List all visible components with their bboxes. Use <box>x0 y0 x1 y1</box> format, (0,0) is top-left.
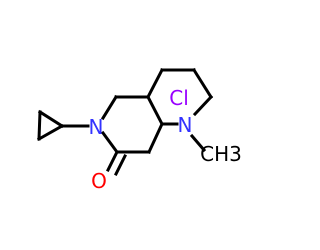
cyclopropyl-ring <box>36 109 65 142</box>
bond <box>37 110 42 141</box>
lactam-ring <box>100 94 165 155</box>
carbonyl-double-bond <box>105 149 128 177</box>
bond <box>189 133 207 153</box>
bond <box>113 153 128 177</box>
bond <box>192 94 214 117</box>
amine-nitrogen-label: N <box>178 113 193 137</box>
carbonyl-oxygen-label: O <box>91 169 107 193</box>
bond <box>191 67 214 100</box>
molecule-structure: N N O Cl CH3 <box>36 67 242 193</box>
bond <box>145 67 165 100</box>
methyl-label: CH3 <box>200 142 242 166</box>
piperidine-ring <box>145 67 214 126</box>
bond <box>105 149 120 173</box>
bond <box>36 123 65 142</box>
chlorine-label: Cl <box>169 86 189 110</box>
bond <box>147 122 164 154</box>
bond <box>37 109 65 129</box>
bond <box>100 94 119 121</box>
bond <box>100 130 120 155</box>
amide-nitrogen-label: N <box>89 115 104 139</box>
bond <box>145 94 165 127</box>
